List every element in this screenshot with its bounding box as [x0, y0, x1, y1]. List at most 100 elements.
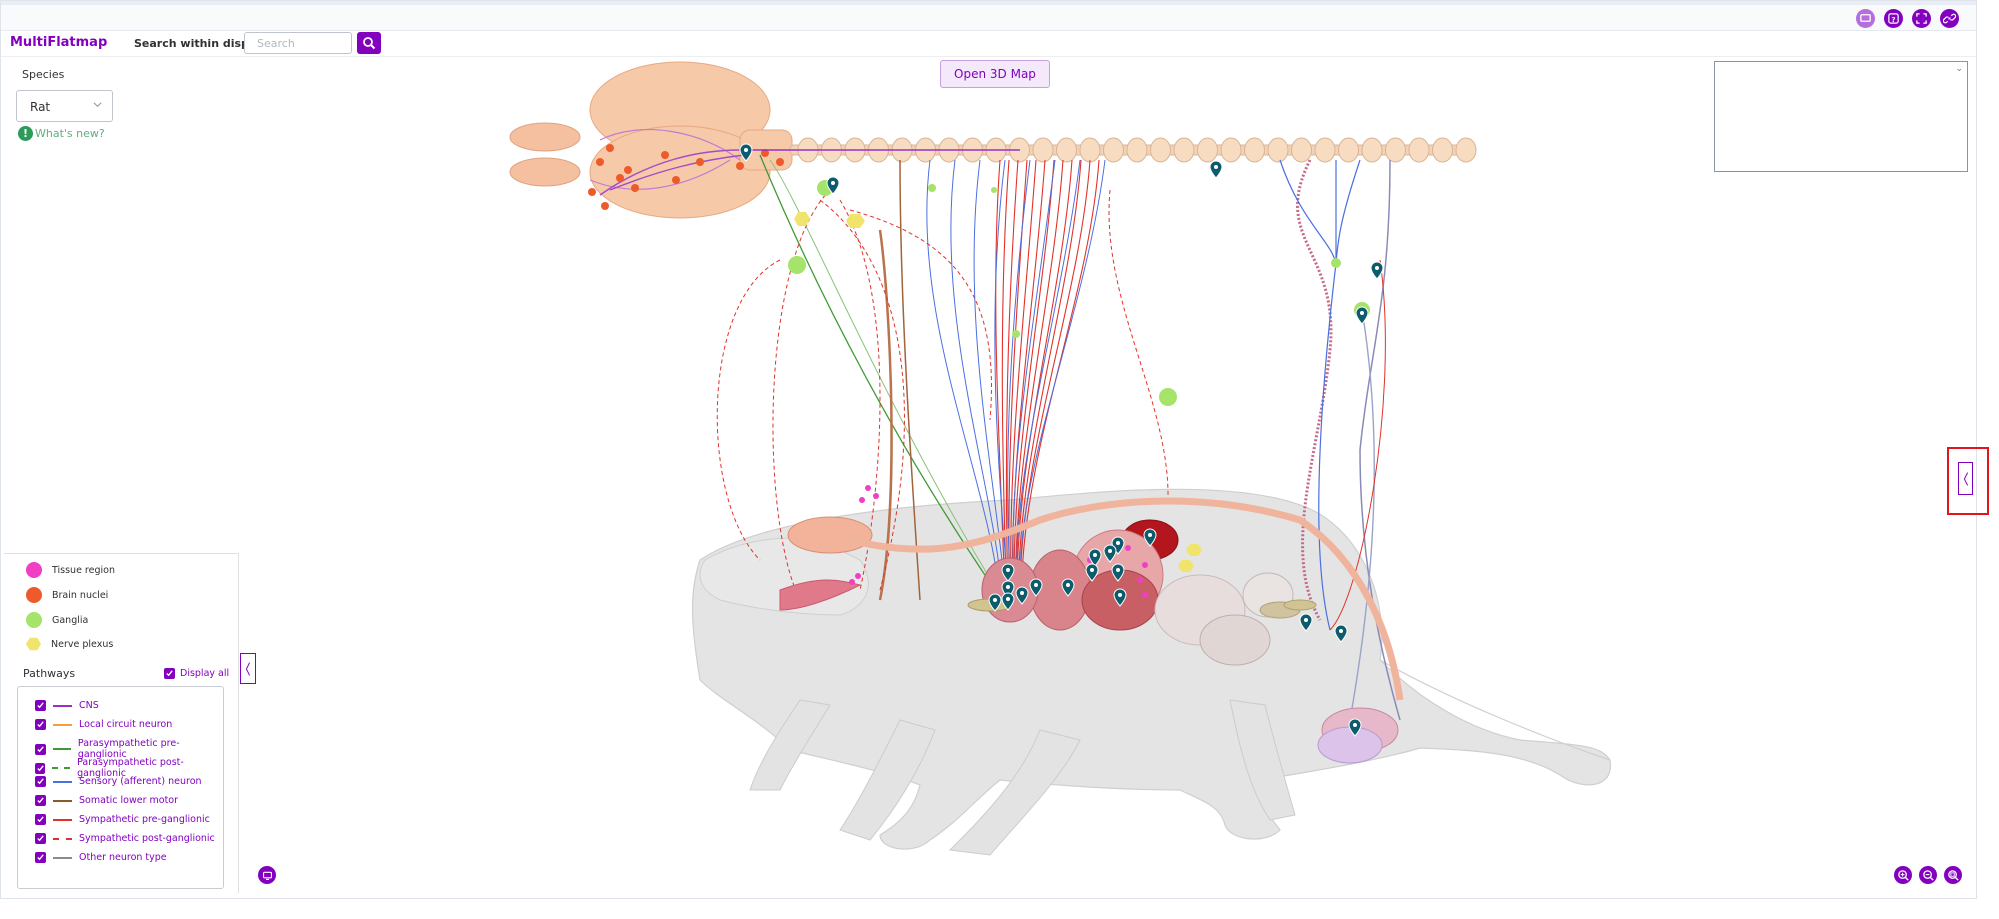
pathway-label: Sympathetic pre-ganglionic: [79, 814, 210, 825]
checkbox-checked-icon[interactable]: [35, 776, 46, 787]
chevron-left-icon: [1963, 471, 1968, 486]
spinal-segment: [1361, 137, 1383, 163]
pathway-line-swatch: [53, 856, 72, 859]
checkbox-checked-icon[interactable]: [35, 719, 46, 730]
spinal-segments: [797, 137, 1477, 163]
pathways-title: Pathways: [23, 667, 76, 680]
spinal-segment: [1220, 137, 1242, 163]
pathway-item[interactable]: Other neuron type: [35, 852, 167, 863]
circle-icon: [26, 612, 42, 628]
link-icon[interactable]: [1940, 9, 1959, 28]
species-select[interactable]: Rat: [16, 90, 113, 122]
screen-icon[interactable]: [1856, 9, 1875, 28]
map-pin-icon[interactable]: [1113, 588, 1127, 607]
pathway-label: Sympathetic post-ganglionic: [79, 833, 215, 844]
open-3d-map-button[interactable]: Open 3D Map: [940, 60, 1050, 88]
display-all-checkbox[interactable]: Display all: [164, 668, 229, 679]
pathway-line: [926, 159, 1001, 601]
legend-feature-3: Nerve plexus: [26, 637, 113, 651]
map-pin-icon[interactable]: [1001, 563, 1015, 582]
pathway-line: [759, 154, 996, 591]
map-pin-icon[interactable]: [988, 593, 1002, 612]
zoom-out-button[interactable]: [1919, 866, 1937, 884]
spinal-segment: [1291, 137, 1312, 163]
map-pin-icon[interactable]: [1088, 548, 1102, 567]
minimap-collapse-icon[interactable]: ⌄: [1955, 64, 1963, 74]
checkbox-checked-icon[interactable]: [35, 814, 46, 825]
pathway-line: [1349, 309, 1375, 721]
map-pin-icon[interactable]: [1355, 306, 1369, 325]
pathway-line: [1007, 159, 1031, 601]
legend-collapse-button[interactable]: [240, 653, 256, 684]
pathway-line: [819, 199, 905, 591]
checkbox-checked-icon[interactable]: [35, 762, 46, 774]
map-pin-icon[interactable]: [1348, 718, 1362, 737]
map-pin-icon[interactable]: [1111, 563, 1125, 582]
checkbox-checked-icon[interactable]: [35, 700, 46, 711]
pathway-item[interactable]: Local circuit neuron: [35, 719, 172, 730]
top-strip: [1, 1, 1976, 5]
pathway-label: Parasympathetic pre-ganglionic: [77, 738, 180, 760]
species-label: Species: [22, 68, 65, 81]
map-pin-icon[interactable]: [1209, 160, 1223, 179]
spinal-segment: [1079, 137, 1101, 163]
checkbox-checked-icon[interactable]: [35, 852, 46, 863]
zoom-fit-icon: [1947, 869, 1959, 881]
spinal-segment: [1267, 137, 1289, 163]
zoom-fit-button[interactable]: [1944, 866, 1962, 884]
checkbox-checked-icon[interactable]: [35, 833, 46, 844]
pathway-item[interactable]: Somatic lower motor: [35, 795, 178, 806]
rat-legs: [749, 699, 1296, 856]
minimap[interactable]: ⌄: [1714, 61, 1968, 172]
legend-feature-label: Brain nuclei: [52, 589, 109, 601]
spinal-segment: [1197, 137, 1218, 163]
map-pin-icon[interactable]: [1103, 544, 1117, 563]
fullscreen-icon[interactable]: [1912, 9, 1931, 28]
map-pin-icon[interactable]: [826, 176, 840, 195]
pathway-item[interactable]: Sensory (afferent) neuron: [35, 776, 202, 787]
screenshot-button[interactable]: [258, 866, 276, 884]
map-pin-icon[interactable]: [1334, 624, 1348, 643]
map-pin-icon[interactable]: [1029, 578, 1043, 597]
whats-new-link[interactable]: ! What's new?: [18, 126, 105, 141]
pathway-item[interactable]: CNS: [35, 700, 99, 711]
zoom-out-icon: [1922, 869, 1934, 881]
pathway-line: [1017, 159, 1082, 596]
pathway-line: [973, 159, 1007, 601]
zoom-in-icon: [1897, 869, 1909, 881]
pathway-line: [950, 159, 1004, 601]
map-pin-icon[interactable]: [1370, 261, 1384, 280]
pathway-item[interactable]: Parasympathetic pre-ganglionic: [35, 738, 223, 760]
pathway-line-swatch: [52, 767, 71, 769]
checkbox-checked-icon[interactable]: [35, 795, 46, 806]
pathway-line: [1296, 159, 1333, 621]
pathway-line: [716, 259, 781, 561]
pathway-item[interactable]: Sympathetic post-ganglionic: [35, 833, 215, 844]
map-pin-icon[interactable]: [739, 143, 753, 162]
chevron-down-icon: [93, 102, 102, 108]
search-button[interactable]: [357, 32, 381, 54]
pathway-item[interactable]: Parasympathetic post-ganglionic: [35, 757, 223, 779]
pathway-line-swatch: [53, 780, 72, 783]
zoom-in-button[interactable]: [1894, 866, 1912, 884]
help-icon[interactable]: ?: [1884, 9, 1903, 28]
map-pin-icon[interactable]: [1001, 592, 1015, 611]
map-pin-icon[interactable]: [1015, 586, 1029, 605]
pathway-line: [1279, 159, 1337, 264]
location-markers[interactable]: [739, 143, 1384, 737]
pathway-line: [1108, 189, 1169, 501]
map-pin-icon[interactable]: [1143, 528, 1157, 547]
side-panel-toggle-button[interactable]: [1958, 462, 1973, 495]
map-pin-icon[interactable]: [1299, 613, 1313, 632]
circle-icon: [26, 562, 42, 578]
pathway-label: CNS: [79, 700, 99, 711]
map-pin-icon[interactable]: [1085, 563, 1099, 582]
highlight-box: [1947, 447, 1989, 515]
pathway-item[interactable]: Sympathetic pre-ganglionic: [35, 814, 210, 825]
display-all-label: Display all: [180, 668, 230, 679]
checkbox-checked-icon[interactable]: [35, 743, 46, 755]
map-pin-icon[interactable]: [1061, 578, 1075, 597]
search-input[interactable]: [244, 32, 352, 54]
